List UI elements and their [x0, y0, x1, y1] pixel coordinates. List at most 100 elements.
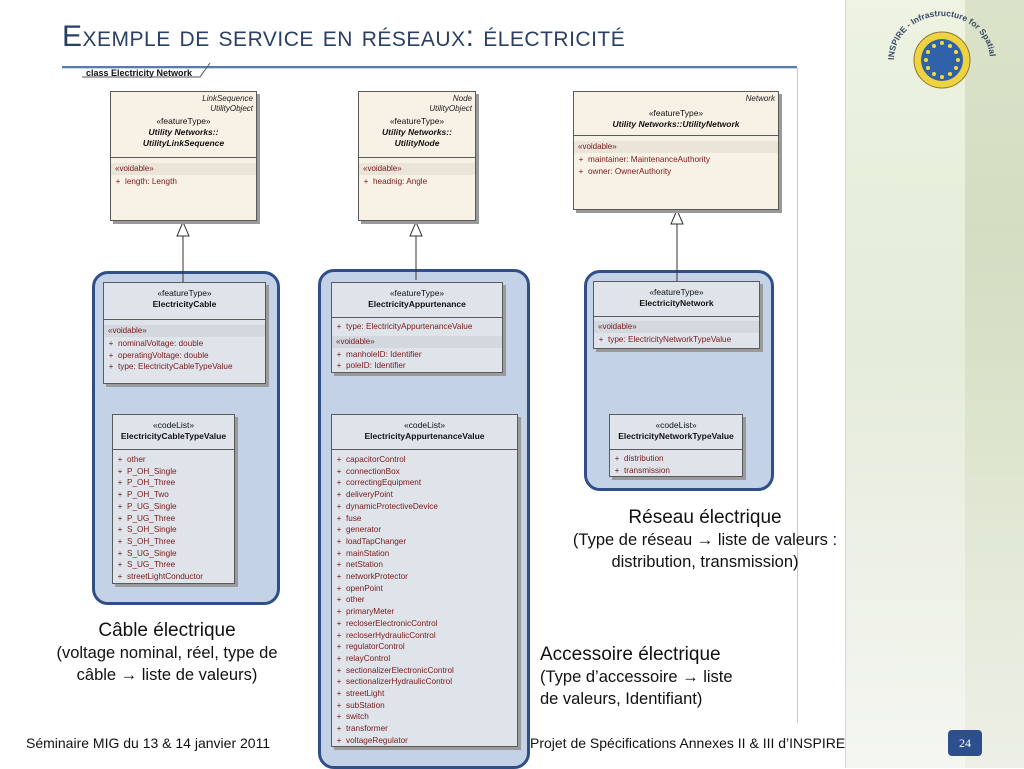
code-value: +dynamicProtectiveDevice: [336, 501, 438, 511]
generalization-arrowhead: [670, 208, 684, 225]
caption-appurtenance: Accessoire électrique (Type d’accessoire…: [540, 644, 800, 710]
slide-title: Exemple de service en réseaux: électrici…: [62, 20, 626, 53]
code-value: +S_UG_Single: [117, 548, 177, 558]
code-value: +sectionalizerElectronicControl: [336, 665, 454, 675]
class-stereotype: «featureType»: [389, 116, 445, 126]
class-attribute: +owner: OwnerAuthority: [578, 166, 672, 176]
inspire-logo: INSPIRE - Infrastructure for Spatial Inf…: [878, 8, 998, 89]
code-value: +recloserElectronicControl: [336, 618, 438, 628]
class-stereotype: «featureType»: [156, 116, 211, 126]
code-value: +other: [336, 595, 365, 605]
class-attribute: +type: ElectricityAppurtenanceValue: [336, 322, 473, 331]
code-value: +relayControl: [336, 653, 391, 663]
class-attribute: +operatingVoltage: double: [108, 350, 209, 360]
class-stereotype: «codeList»: [152, 420, 195, 430]
generalization-arrowhead: [176, 220, 190, 237]
class-name: Utility Networks::: [382, 127, 452, 137]
caption-title: Accessoire électrique: [540, 644, 721, 665]
codelist-electricity-network-type-value[interactable]: «codeList» ElectricityNetworkTypeValue +…: [609, 414, 743, 477]
divider: [797, 68, 798, 723]
codelist-electricity-appurtenance-value[interactable]: «codeList» ElectricityAppurtenanceValue …: [331, 414, 518, 747]
title-underline: [62, 66, 797, 68]
class-attribute: +manholeID: Identifier: [336, 349, 422, 359]
code-value: +P_UG_Single: [117, 501, 177, 511]
class-stereotype: «featureType»: [649, 287, 704, 297]
voidable-group: «voidable»: [332, 335, 502, 348]
class-name: UtilityLinkSequence: [142, 138, 225, 148]
caption-line: (voltage nominal, réel, type de: [56, 644, 278, 662]
class-stereotype: «codeList»: [403, 420, 446, 430]
caption-line: distribution, transmission): [611, 553, 799, 571]
codelist-electricity-cable-type-value[interactable]: «codeList» ElectricityCableTypeValue +ot…: [112, 414, 235, 584]
class-attribute: +nominalVoltage: double: [108, 339, 204, 348]
class-name: ElectricityCableTypeValue: [120, 431, 227, 441]
class-electricity-network[interactable]: «featureType» ElectricityNetwork «voidab…: [593, 281, 760, 349]
code-value: +primaryMeter: [336, 607, 395, 617]
class-attribute: +length: Length: [115, 177, 177, 186]
class-tag: Node: [452, 94, 472, 103]
caption-line: (Type de réseau → liste de valeurs :: [572, 531, 838, 549]
footer-left: Séminaire MIG du 13 & 14 janvier 2011: [26, 735, 271, 751]
code-value: +P_OH_Three: [117, 478, 176, 488]
divider: [845, 0, 846, 768]
code-value: +subStation: [336, 700, 385, 710]
code-value: +deliveryPoint: [336, 490, 393, 500]
code-value: +loadTapChanger: [336, 536, 407, 546]
caption-line: câble → liste de valeurs): [76, 666, 258, 684]
diagram-frame-label: class Electricity Network: [86, 68, 193, 78]
class-tag: LinkSequence: [202, 94, 253, 103]
class-attribute: +poleID: Identifier: [336, 361, 406, 371]
voidable-group: «voidable»: [594, 321, 759, 333]
caption-network: Réseau électrique (Type de réseau → list…: [540, 507, 870, 573]
class-stereotype: «featureType»: [648, 108, 704, 118]
class-stereotype: «featureType»: [157, 288, 212, 298]
code-value: +capacitorControl: [336, 455, 406, 464]
diagram-frame-tab: class Electricity Network: [82, 62, 211, 81]
decorative-background: [845, 0, 1024, 768]
class-electricity-cable[interactable]: «featureType» ElectricityCable «voidable…: [103, 282, 266, 384]
code-value: +streetLightConductor: [117, 572, 204, 582]
caption-line: (Type d’accessoire → liste: [540, 668, 733, 686]
class-tag: UtilityObject: [210, 104, 253, 113]
voidable-group: «voidable»: [104, 325, 265, 337]
code-value: +streetLight: [336, 689, 385, 699]
code-value: +other: [117, 455, 146, 464]
code-value: +transmission: [614, 465, 670, 475]
class-name: Utility Networks::UtilityNetwork: [612, 119, 740, 129]
class-name: ElectricityCable: [152, 299, 217, 309]
code-value: +generator: [336, 525, 382, 535]
footer-right: Projet de Spécifications Annexes II & II…: [530, 735, 846, 751]
code-value: +recloserHydraulicControl: [336, 630, 436, 640]
class-name: ElectricityNetwork: [639, 298, 714, 308]
title-underline: [62, 68, 797, 69]
code-value: +transformer: [336, 724, 388, 734]
class-attribute: +headnig: Angle: [363, 177, 428, 186]
voidable-group: «voidable»: [359, 163, 475, 175]
code-value: +S_UG_Three: [117, 560, 176, 570]
code-value: +P_OH_Two: [117, 490, 169, 500]
class-electricity-appurtenance[interactable]: «featureType» ElectricityAppurtenance +t…: [331, 282, 503, 373]
class-stereotype: «featureType»: [389, 288, 445, 298]
code-value: +mainStation: [336, 548, 390, 558]
class-name: ElectricityAppurtenanceValue: [364, 431, 485, 441]
code-value: +sectionalizerHydraulicControl: [336, 677, 453, 687]
code-value: +openPoint: [336, 583, 383, 593]
class-utility-network[interactable]: Network «featureType» Utility Networks::…: [573, 91, 779, 210]
class-name: Utility Networks::: [148, 127, 219, 137]
caption-title: Câble électrique: [98, 620, 236, 641]
code-value: +fuse: [336, 513, 362, 523]
class-tag: Network: [745, 94, 775, 103]
code-value: +P_UG_Three: [117, 513, 176, 523]
code-value: +netStation: [336, 560, 383, 570]
class-utility-node[interactable]: Node UtilityObject «featureType» Utility…: [358, 91, 476, 221]
voidable-group: «voidable»: [574, 141, 778, 153]
code-value: +P_OH_Single: [117, 466, 177, 476]
code-value: +regulatorControl: [336, 642, 405, 652]
code-value: +connectionBox: [336, 466, 400, 476]
code-value: +switch: [336, 712, 369, 722]
class-name: UtilityNode: [394, 138, 440, 148]
code-value: +S_OH_Single: [117, 525, 177, 535]
class-utility-link-sequence[interactable]: LinkSequence UtilityObject «featureType»…: [110, 91, 257, 221]
voidable-group: «voidable»: [111, 163, 256, 175]
